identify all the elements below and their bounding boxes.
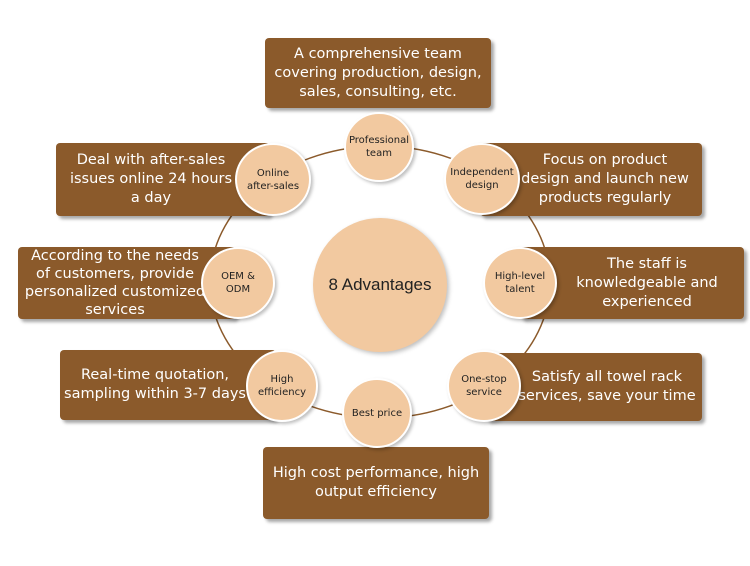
box-high-level-talent-text: The staff is knowledgeable and experienc…	[576, 255, 718, 310]
center-title: 8 Advantages	[328, 275, 432, 294]
node-independent-design: Independent design	[444, 143, 520, 215]
box-professional-team: A comprehensive team covering production…	[265, 38, 491, 108]
box-one-stop-service: Satisfy all towel rack services, save yo…	[486, 353, 702, 421]
box-high-level-talent: The staff is knowledgeable and experienc…	[520, 247, 744, 319]
node-online-after-sales: Online after-sales	[235, 143, 311, 216]
node-high-efficiency: High efficiency	[246, 350, 318, 422]
box-oem-odm: According to the needs of customers, pro…	[18, 247, 236, 319]
box-online-after-sales-text: Deal with after-sales issues online 24 h…	[69, 152, 233, 206]
box-high-efficiency: Real-time quotation, sampling within 3-7…	[60, 350, 276, 420]
box-one-stop-service-text: Satisfy all towel rack services, save yo…	[518, 369, 696, 404]
node-oem-odm: OEM & ODM	[201, 247, 275, 319]
node-one-stop-service: One-stop service	[447, 350, 521, 422]
box-independent-design-text: Focus on product design and launch new p…	[521, 152, 689, 206]
box-best-price-text: High cost performance, high output effic…	[272, 465, 480, 500]
box-online-after-sales: Deal with after-sales issues online 24 h…	[56, 143, 270, 216]
box-high-efficiency-text: Real-time quotation, sampling within 3-7…	[64, 367, 246, 402]
center-circle: 8 Advantages	[313, 218, 447, 352]
node-professional-team: Professional team	[344, 112, 414, 182]
node-high-level-talent: High-level talent	[483, 247, 557, 319]
box-professional-team-text: A comprehensive team covering production…	[274, 45, 482, 100]
box-oem-odm-text: According to the needs of customers, pro…	[24, 248, 206, 318]
box-best-price: High cost performance, high output effic…	[263, 447, 489, 519]
node-best-price: Best price	[342, 378, 412, 448]
